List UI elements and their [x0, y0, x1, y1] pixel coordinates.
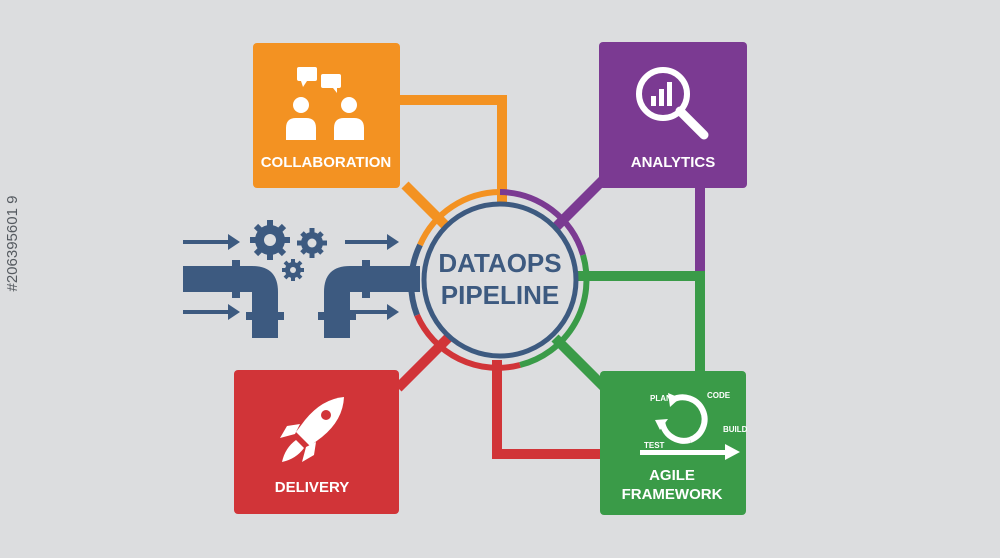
agile-label-line2: FRAMEWORK [622, 486, 723, 503]
agile-node: PLAN CODE BUILD TEST AGILE FRAMEWORK [600, 371, 748, 515]
center-title-line2: PIPELINE [441, 280, 559, 310]
pipeline-graphic [183, 220, 420, 338]
ring-segment-green [519, 254, 590, 368]
analytics-node: ANALYTICS [599, 42, 747, 188]
ring-segment-orange [417, 189, 501, 247]
rocket-icon [280, 397, 344, 462]
collaboration-node: COLLABORATION [253, 43, 400, 188]
connectors [394, 95, 705, 459]
agile-label-line1: AGILE [649, 467, 695, 484]
cycle-test-label: TEST [644, 441, 665, 450]
magnifier-chart-icon [636, 67, 709, 140]
ring-segment-red [414, 313, 521, 371]
agile-diagonal-connector [551, 334, 609, 392]
arrow-right-icon [183, 234, 399, 320]
side-id-container: #206395601 9 [0, 0, 30, 558]
cycle-code-label: CODE [707, 391, 731, 400]
collaboration-connector [397, 95, 507, 208]
analytics-label: ANALYTICS [631, 154, 715, 171]
cycle-build-label: BUILD [723, 425, 748, 434]
center-node: DATAOPS PIPELINE [421, 201, 579, 359]
pipe-icon [183, 260, 420, 338]
collaboration-label: COLLABORATION [261, 154, 392, 171]
agile-connector [574, 271, 705, 372]
people-chat-icon [286, 67, 364, 140]
agile-cycle-icon: PLAN CODE BUILD TEST [640, 391, 748, 460]
delivery-node: DELIVERY [234, 370, 399, 514]
collaboration-diagonal-connector [401, 181, 452, 232]
delivery-connector [492, 360, 604, 459]
side-id-number: #206395601 9 [4, 195, 21, 292]
center-title-line1: DATAOPS [438, 248, 561, 278]
gear-icon [250, 220, 327, 281]
cycle-plan-label: PLAN [650, 394, 672, 403]
delivery-label: DELIVERY [275, 479, 349, 496]
ring-segment-purple [499, 189, 586, 256]
